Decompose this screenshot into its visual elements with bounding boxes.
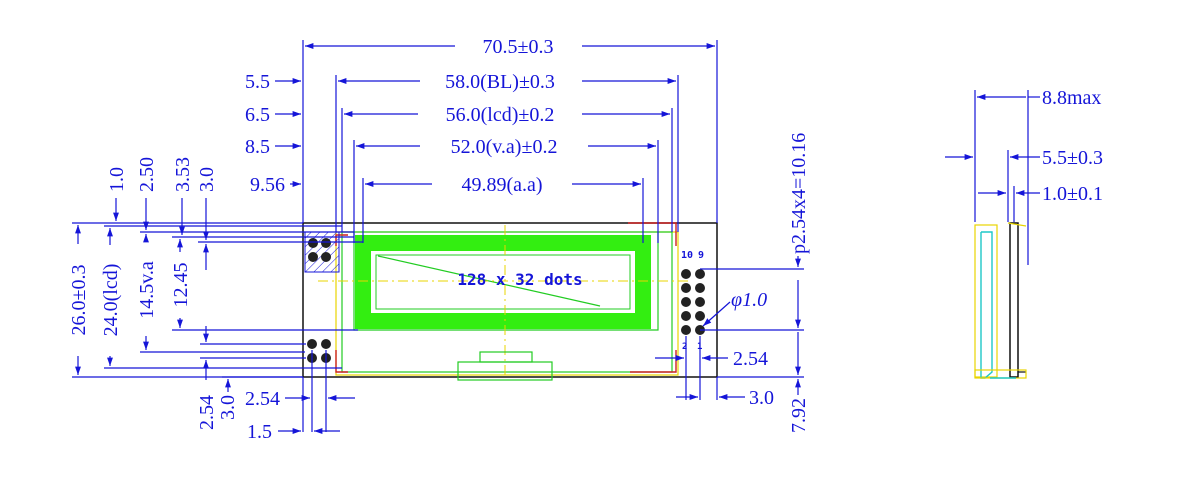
pad-hatch <box>304 231 340 273</box>
dim-backlight-width: 58.0(BL)±0.3 <box>445 71 555 93</box>
dim-overall-height: 26.0±0.3 <box>68 265 90 336</box>
dim-pin-span: p2.54x4=10.16 <box>788 133 810 254</box>
dim-v-2-50: 2.50 <box>136 157 158 192</box>
dim-right-pitch: 2.54 <box>733 348 768 370</box>
pin-2-label: 2 <box>682 342 687 352</box>
screen-text: 128 x 32 dots <box>457 270 582 289</box>
side-bracket-top <box>1007 222 1027 227</box>
right-dimensions: p2.54x4=10.16 7.92 φ1.0 2.54 3.0 <box>655 133 810 433</box>
dim-pin-pitch-v: 2.54 <box>196 395 218 430</box>
dim-pin-pitch-h: 2.54 <box>245 388 280 410</box>
dim-pin-height: 7.92 <box>788 398 810 433</box>
active-area <box>355 235 651 329</box>
front-view: 128 x 32 dots 10 9 2 1 <box>302 222 718 381</box>
side-pcb <box>1009 222 1019 378</box>
dim-side-lcd: 5.5±0.3 <box>1042 147 1103 169</box>
top-dimensions: 70.5±0.3 58.0(BL)±0.3 5.5 56.0(lcd)±0.2 … <box>245 36 718 243</box>
diagonal-line <box>377 255 601 307</box>
backlight-tab-bottom-outer <box>457 361 553 381</box>
dim-aa-width: 49.89(a.a) <box>461 174 542 196</box>
side-view: 8.8max 5.5±0.3 1.0±0.1 <box>945 87 1103 379</box>
bottom-left-dimensions: 2.54 3.0 2.54 1.5 <box>196 326 355 443</box>
side-lcd-glass <box>980 231 993 379</box>
corner-bl <box>335 350 348 373</box>
dim-side-pcb: 1.0±0.1 <box>1042 183 1103 205</box>
dim-v-1-0: 1.0 <box>106 167 128 192</box>
lcd-outline <box>341 231 673 373</box>
corner-tr <box>628 222 677 246</box>
pin-10-label: 10 <box>681 250 693 261</box>
dim-pin-offset-v: 3.0 <box>217 395 239 420</box>
dim-right-edge: 3.0 <box>749 387 774 409</box>
dim-hole-offset: 1.5 <box>247 421 272 443</box>
pins-bottom-left <box>307 339 331 363</box>
dim-bl-offset: 5.5 <box>245 71 270 93</box>
dim-aa-height: 12.45 <box>170 263 192 308</box>
pin-9-label: 9 <box>698 250 704 261</box>
corner-br <box>630 350 677 373</box>
backlight-tab-bottom <box>479 351 533 363</box>
pins-right <box>681 269 705 335</box>
dim-va-height: 14.5v.a <box>136 261 158 319</box>
pins-top-left <box>308 238 331 262</box>
left-dimensions: 26.0±0.3 24.0(lcd) 14.5v.a 12.45 1.0 2.5… <box>68 157 363 378</box>
dim-va-width: 52.0(v.a)±0.2 <box>451 136 558 158</box>
dim-aa-offset: 9.56 <box>250 174 285 196</box>
dim-overall-width: 70.5±0.3 <box>483 36 554 58</box>
dim-v-3-53: 3.53 <box>172 157 194 192</box>
dim-lcd-offset: 6.5 <box>245 104 270 126</box>
dim-lcd-height: 24.0(lcd) <box>100 264 122 337</box>
dim-va-offset: 8.5 <box>245 136 270 158</box>
dim-v-3-0: 3.0 <box>196 167 218 192</box>
dim-side-total: 8.8max <box>1042 87 1101 109</box>
pcb-outline <box>302 222 718 378</box>
active-area-inner <box>375 254 631 310</box>
dim-hole-diameter: φ1.0 <box>731 289 767 311</box>
dim-lcd-width: 56.0(lcd)±0.2 <box>446 104 555 126</box>
side-backlight <box>974 224 998 378</box>
